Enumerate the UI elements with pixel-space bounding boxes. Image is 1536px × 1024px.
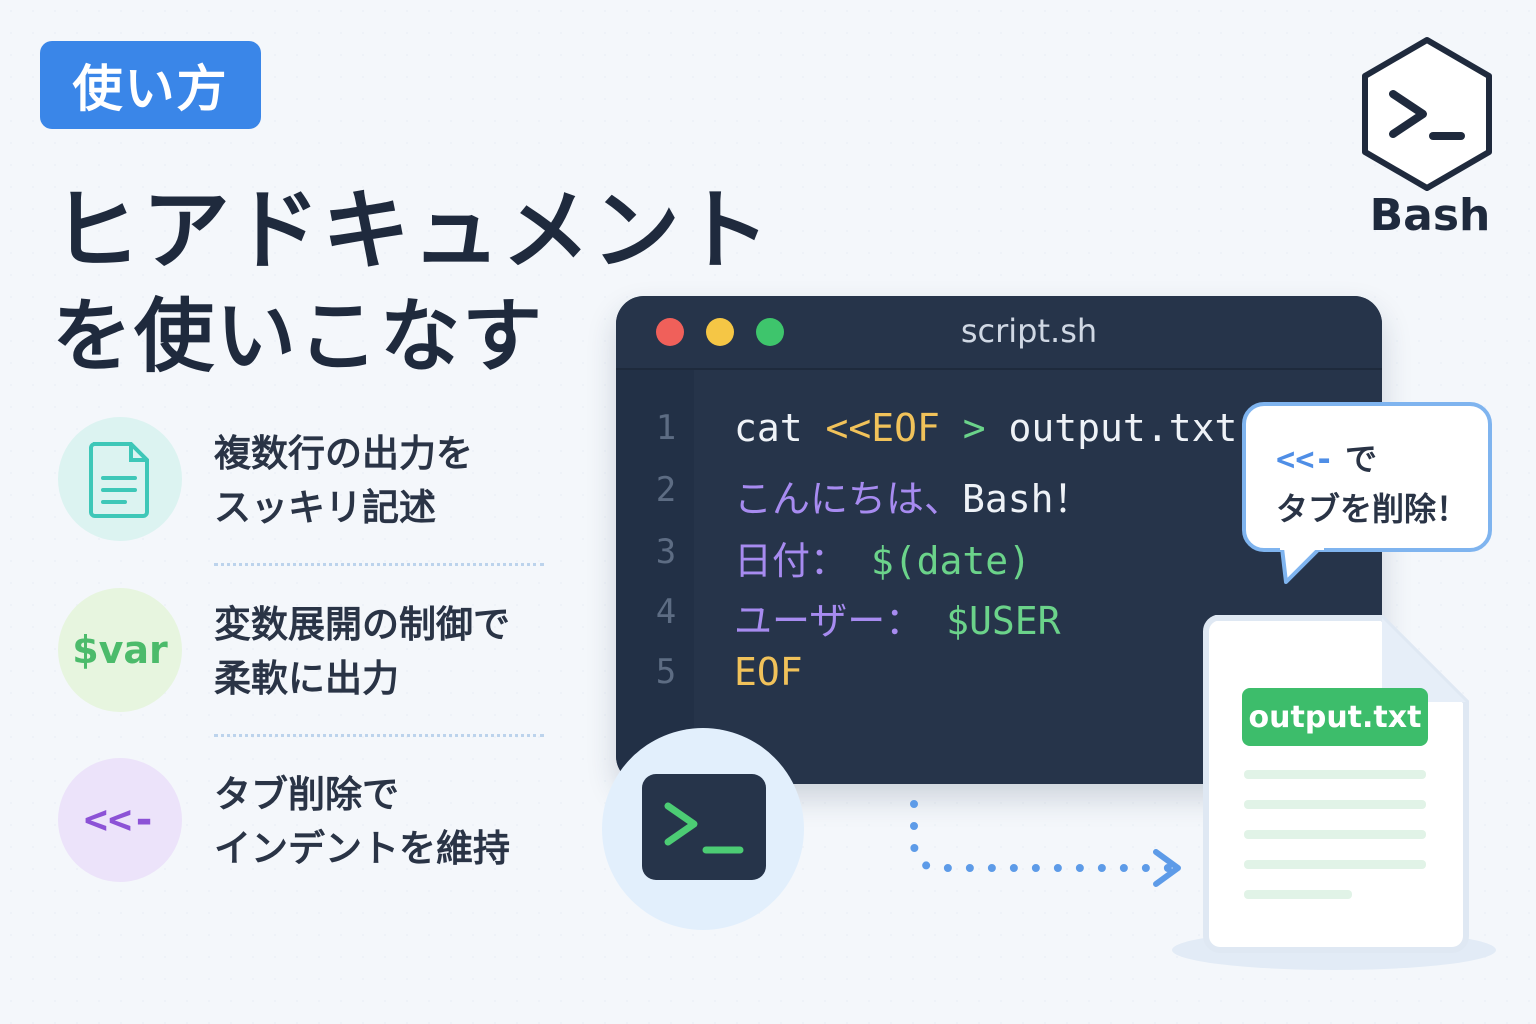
file-content-line bbox=[1244, 770, 1426, 779]
page-subtitle: を使いこなす bbox=[52, 290, 544, 383]
speech-bubble-tail bbox=[1280, 546, 1324, 584]
feature-icon-circle: $var bbox=[58, 588, 182, 712]
code-text-jp: 日付： bbox=[734, 539, 849, 583]
line-number: 2 bbox=[655, 470, 677, 510]
file-content-line bbox=[1244, 860, 1426, 869]
feature-text-line1: タブ削除で bbox=[214, 773, 399, 816]
speech-bubble-text: <<- で タブを削除！ bbox=[1276, 434, 1468, 534]
feature-text: 変数展開の制御で 柔軟に出力 bbox=[214, 598, 510, 706]
line-number: 1 bbox=[655, 408, 677, 448]
code-line-3: 日付： $(date) bbox=[734, 530, 1031, 585]
speech-bubble: <<- で タブを削除！ bbox=[1242, 402, 1492, 552]
terminal-prompt-icon bbox=[664, 802, 744, 854]
line-number: 4 bbox=[655, 592, 677, 632]
line-number-gutter bbox=[616, 370, 694, 784]
file-content-line bbox=[1244, 800, 1426, 809]
feature-item-variable: $var 変数展開の制御で 柔軟に出力 bbox=[58, 588, 558, 714]
feature-text: タブ削除で インデントを維持 bbox=[214, 768, 510, 876]
bash-hexagon-icon bbox=[1362, 37, 1492, 191]
code-line-5: EOF bbox=[734, 650, 803, 694]
heredoc-dash-icon: <<- bbox=[83, 797, 157, 843]
bubble-operator: <<- bbox=[1276, 440, 1334, 478]
feature-text-line2: 柔軟に出力 bbox=[214, 657, 399, 700]
flow-arrow-icon bbox=[910, 800, 1181, 887]
code-output-file: output.txt bbox=[1008, 406, 1238, 450]
output-file-label: output.txt bbox=[1242, 688, 1428, 746]
close-window-dot[interactable] bbox=[656, 318, 684, 346]
code-heredoc-end: EOF bbox=[734, 650, 803, 694]
window-filename: script.sh bbox=[960, 312, 1098, 350]
feature-text-line2: インデントを維持 bbox=[214, 827, 510, 870]
code-variable: $USER bbox=[923, 599, 1061, 643]
output-file-icon bbox=[1203, 615, 1469, 953]
line-number: 5 bbox=[655, 652, 677, 692]
bash-logo-label: Bash bbox=[1369, 190, 1491, 241]
code-text-jp: こんにちは、 bbox=[734, 477, 963, 521]
file-content-line bbox=[1244, 890, 1352, 899]
code-redirect: > bbox=[939, 406, 1009, 450]
code-text-jp: ユーザー： bbox=[734, 599, 924, 643]
code-line-4: ユーザー： $USER bbox=[734, 590, 1061, 645]
file-content-line bbox=[1244, 830, 1426, 839]
code-variable: $(date) bbox=[848, 539, 1032, 583]
feature-item-tab-strip: <<- タブ削除で インデントを維持 bbox=[58, 758, 558, 884]
document-icon bbox=[89, 442, 149, 518]
code-line-2: こんにちは、Bash！ bbox=[734, 468, 1092, 523]
feature-item-multiline: 複数行の出力を スッキリ記述 bbox=[58, 417, 558, 543]
feature-text-line1: 複数行の出力を bbox=[214, 432, 473, 475]
divider bbox=[214, 734, 544, 737]
feature-text-line2: スッキリ記述 bbox=[214, 486, 436, 529]
page-title: ヒアドキュメント bbox=[52, 179, 773, 282]
maximize-window-dot[interactable] bbox=[756, 318, 784, 346]
code-heredoc-operator: <<EOF bbox=[825, 406, 940, 450]
code-text-en: Bash！ bbox=[962, 477, 1092, 521]
feature-text: 複数行の出力を スッキリ記述 bbox=[214, 427, 473, 535]
feature-icon-circle: <<- bbox=[58, 758, 182, 882]
terminal-icon bbox=[642, 774, 766, 880]
code-command: cat bbox=[734, 406, 826, 450]
usage-badge: 使い方 bbox=[40, 41, 261, 129]
minimize-window-dot[interactable] bbox=[706, 318, 734, 346]
bubble-text-line2: タブを削除！ bbox=[1276, 490, 1469, 528]
code-line-1: cat <<EOF > output.txt bbox=[734, 406, 1237, 450]
line-number: 3 bbox=[655, 532, 677, 572]
usage-badge-label: 使い方 bbox=[72, 60, 229, 118]
feature-icon-circle bbox=[58, 417, 182, 541]
feature-text-line1: 変数展開の制御で bbox=[214, 603, 510, 646]
bubble-text-line1: で bbox=[1333, 440, 1377, 478]
divider bbox=[214, 563, 544, 566]
variable-icon: $var bbox=[72, 628, 168, 672]
window-titlebar: script.sh bbox=[616, 296, 1382, 370]
